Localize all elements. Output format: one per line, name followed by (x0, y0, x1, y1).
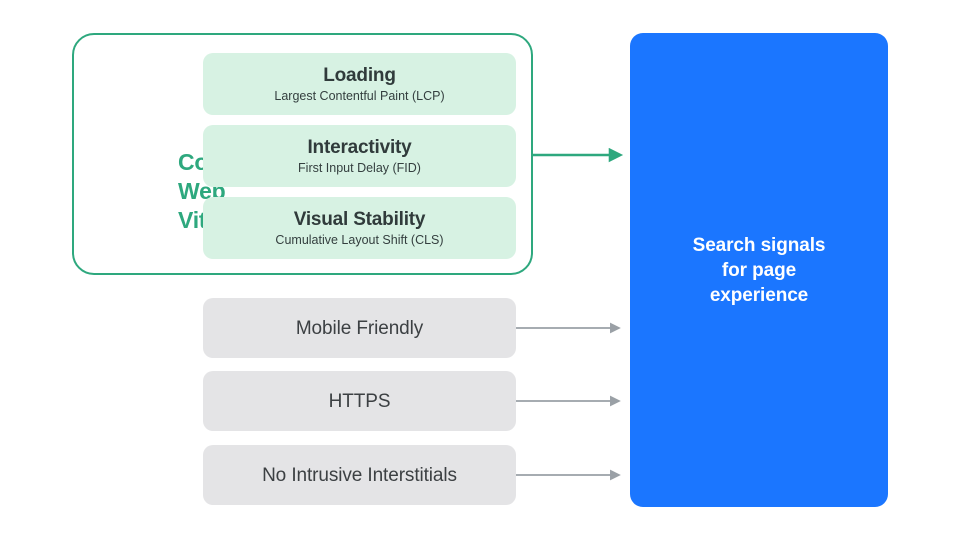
signal-title: HTTPS (328, 390, 391, 412)
metric-card-loading: Loading Largest Contentful Paint (LCP) (203, 53, 516, 115)
metric-title: Interactivity (307, 136, 412, 158)
search-signals-panel: Search signals for page experience (630, 33, 888, 507)
signal-card-mobile-friendly: Mobile Friendly (203, 298, 516, 358)
metric-card-visual-stability: Visual Stability Cumulative Layout Shift… (203, 197, 516, 259)
signal-card-https: HTTPS (203, 371, 516, 431)
metric-subtitle: Cumulative Layout Shift (CLS) (275, 232, 444, 247)
signal-title: Mobile Friendly (295, 317, 424, 339)
metric-card-interactivity: Interactivity First Input Delay (FID) (203, 125, 516, 187)
search-signals-text: Search signals for page experience (692, 234, 826, 306)
signal-card-no-intrusive-interstitials: No Intrusive Interstitials (203, 445, 516, 505)
metric-subtitle: Largest Contentful Paint (LCP) (274, 88, 445, 103)
metric-title: Visual Stability (293, 208, 426, 230)
metric-title: Loading (323, 64, 396, 86)
metric-subtitle: First Input Delay (FID) (298, 160, 421, 175)
signal-title: No Intrusive Interstitials (262, 464, 457, 486)
